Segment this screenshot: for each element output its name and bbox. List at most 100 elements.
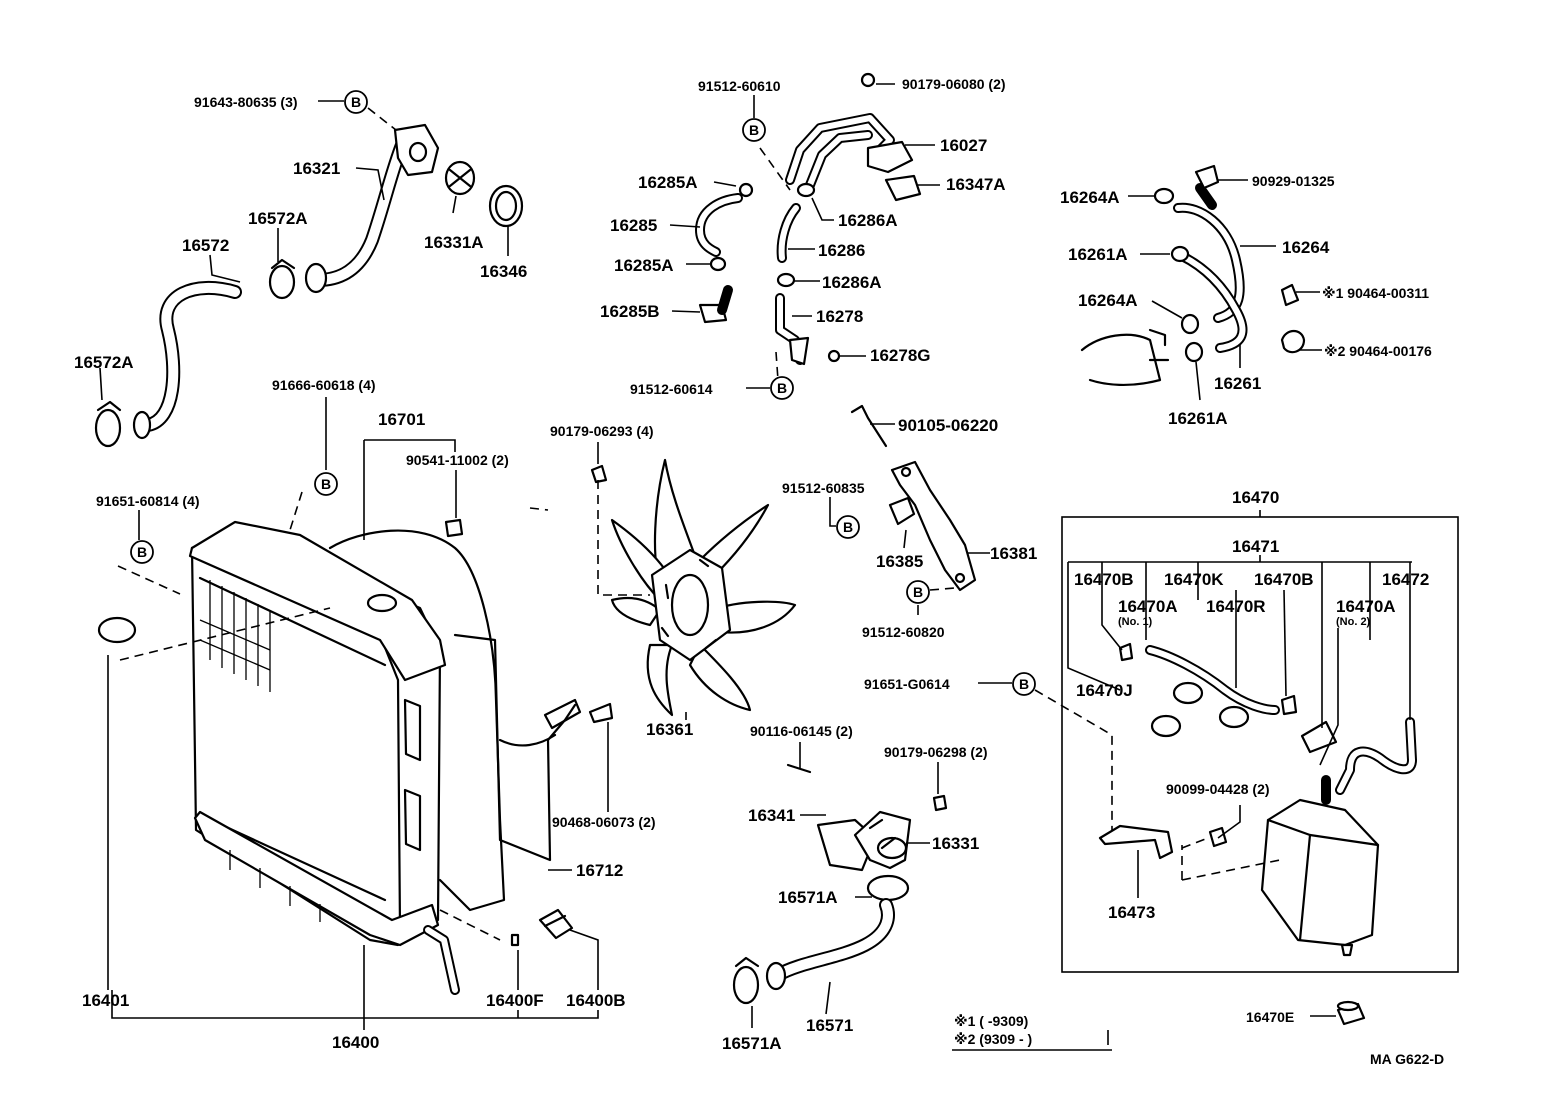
label-91512-60610: 91512-60610 (698, 78, 781, 94)
label-16261: 16261 (1214, 374, 1261, 393)
radiator-assembly (97, 491, 614, 995)
label-16400F: 16400F (486, 991, 544, 1010)
label-16470A-1-note: (No. 1) (1118, 616, 1153, 628)
part-labels: 91643-80635 (3) 16321 16572A 16572 16331… (74, 76, 1444, 1067)
gasket-16347A[interactable] (884, 174, 922, 202)
hose-clamp-16571A-mid[interactable] (866, 874, 910, 902)
label-16027: 16027 (940, 136, 987, 155)
label-16264A-mid: 16264A (1078, 291, 1138, 310)
label-16470K: 16470K (1164, 570, 1224, 589)
label-16571: 16571 (806, 1016, 853, 1035)
radiator-hose-16572[interactable] (141, 281, 242, 432)
hose-clamp-16571A-bot[interactable] (732, 965, 760, 1005)
radiator-cap-neck[interactable] (366, 593, 398, 613)
label-16285A-bot: 16285A (614, 256, 674, 275)
label-16473: 16473 (1108, 903, 1155, 922)
bypass-pipe-group (695, 72, 922, 381)
hose-clamp-16572A-left[interactable] (94, 400, 122, 448)
label-16572: 16572 (182, 236, 229, 255)
label-16470A-2: 16470A (1336, 597, 1396, 616)
fan-bracket-16381[interactable] (850, 404, 977, 592)
sleeve-16470J[interactable] (1150, 714, 1182, 738)
label-90105-06220: 90105-06220 (898, 416, 998, 435)
heater-valve-clip[interactable] (1194, 164, 1220, 190)
b-marker: B (906, 580, 930, 604)
svg-text:B: B (749, 122, 759, 138)
label-16347A: 16347A (946, 175, 1006, 194)
label-16261A-bot: 16261A (1168, 409, 1228, 428)
label-16470A-1: 16470A (1118, 597, 1178, 616)
hose-clamp-16572A-top[interactable] (268, 258, 296, 300)
svg-text:B: B (351, 94, 361, 110)
label-16701: 16701 (378, 410, 425, 429)
label-16470B-b: 16470B (1254, 570, 1314, 589)
label-16261A-top: 16261A (1068, 245, 1128, 264)
label-16470B-a: 16470B (1074, 570, 1134, 589)
label-16385: 16385 (876, 552, 923, 571)
label-16572A-left: 16572A (74, 353, 134, 372)
label-16278G: 16278G (870, 346, 931, 365)
label-16321: 16321 (293, 159, 340, 178)
label-90179-06293: 90179-06293 (4) (550, 423, 654, 439)
label-16286A-bot: 16286A (822, 273, 882, 292)
bracket-16385[interactable] (888, 496, 916, 526)
b-marker: B (770, 376, 794, 400)
radiator-cap-16401[interactable] (97, 616, 137, 644)
label-16571A-bot: 16571A (722, 1034, 782, 1053)
label-90116-06145: 90116-06145 (2) (750, 723, 853, 739)
sleeve-16470R[interactable] (1218, 705, 1250, 729)
label-16331: 16331 (932, 834, 979, 853)
b-marker: B (742, 118, 766, 142)
water-inlet-group (732, 763, 948, 1005)
label-16400B: 16400B (566, 991, 626, 1010)
sleeve-16470K[interactable] (1172, 681, 1204, 705)
label-16278: 16278 (816, 307, 863, 326)
label-16471: 16471 (1232, 537, 1279, 556)
label-90468-06073: 90468-06073 (2) (552, 814, 656, 830)
label-16286: 16286 (818, 241, 865, 260)
label-91666-60618: 91666-60618 (4) (272, 377, 376, 393)
label-16264: 16264 (1282, 238, 1330, 257)
reserve-tank-16470[interactable] (1260, 798, 1380, 947)
b-marker: B (344, 90, 368, 114)
reservoir-assembly (1034, 510, 1459, 973)
label-90541-11002: 90541-11002 (2) (406, 452, 509, 468)
label-91643-80635: 91643-80635 (3) (194, 94, 298, 110)
label-16286A-top: 16286A (838, 211, 898, 230)
label-16346: 16346 (480, 262, 527, 281)
label-91512-60820: 91512-60820 (862, 624, 945, 640)
upper-hose-group (94, 123, 524, 448)
label-16571A-mid: 16571A (778, 888, 838, 907)
reserve-tank-cap-16470E[interactable] (1336, 1000, 1366, 1026)
svg-text:B: B (777, 380, 787, 396)
label-16472: 16472 (1382, 570, 1429, 589)
drain-cock-16400B[interactable] (538, 908, 574, 940)
label-16285B: 16285B (600, 302, 660, 321)
gasket-16346[interactable] (488, 184, 524, 228)
label-90179-06298: 90179-06298 (2) (884, 744, 988, 760)
label-16470A-2-note: (No. 2) (1336, 616, 1371, 628)
svg-text:B: B (137, 544, 147, 560)
svg-text:B: B (1019, 676, 1029, 692)
label-16470: 16470 (1232, 488, 1279, 507)
heater-hose-group (1080, 164, 1306, 387)
label-16470E: 16470E (1246, 1009, 1294, 1025)
label-16285A-top: 16285A (638, 173, 698, 192)
bracket-16473[interactable] (1098, 824, 1174, 860)
label-16331A: 16331A (424, 233, 484, 252)
svg-text:B: B (913, 584, 923, 600)
svg-text:B: B (843, 519, 853, 535)
gasket-16278G[interactable] (827, 349, 841, 363)
b-marker: B (314, 472, 338, 496)
b-marker: B (836, 515, 860, 539)
label-90099-04428: 90099-04428 (2) (1166, 781, 1270, 797)
label-90179-06080: 90179-06080 (2) (902, 76, 1006, 92)
label-note-1: ※1 ( -9309) (954, 1013, 1028, 1029)
thermostat-16331A[interactable] (444, 160, 476, 196)
label-note-2: ※2 (9309 - ) (954, 1031, 1032, 1047)
b-marker: B (1012, 672, 1036, 696)
b-markers: B B B B B B B B (130, 90, 1036, 696)
cooling-fan-16361[interactable] (529, 458, 797, 717)
label-16264A-top: 16264A (1060, 188, 1120, 207)
